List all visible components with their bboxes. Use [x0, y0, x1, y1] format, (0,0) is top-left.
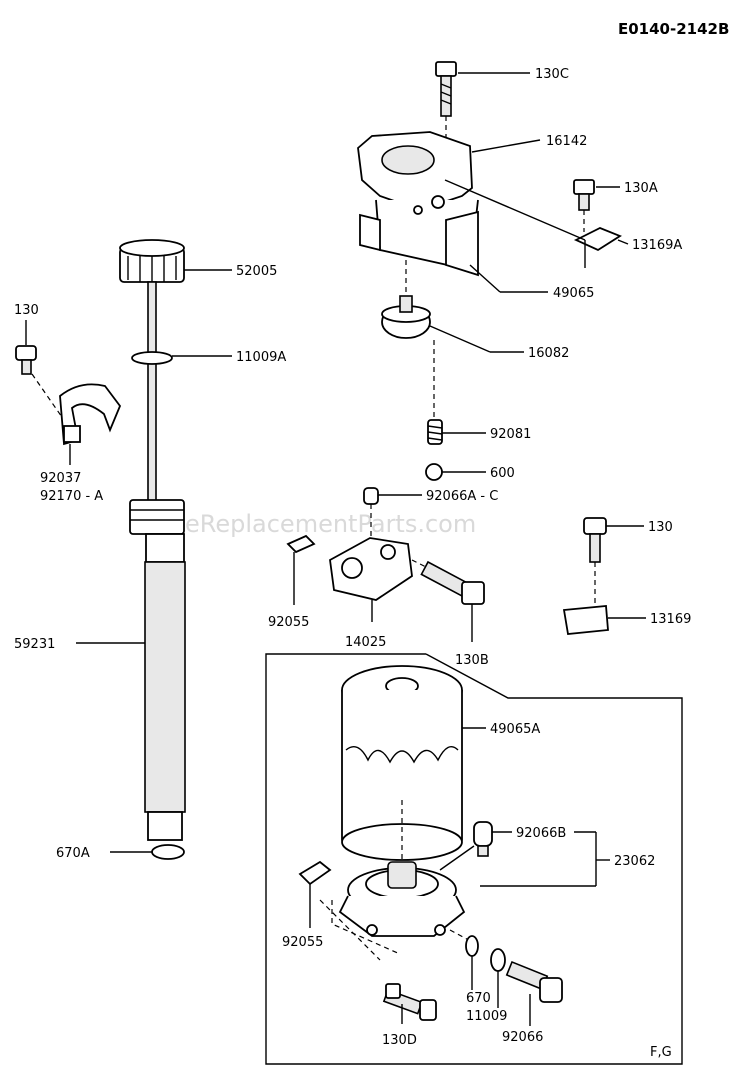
variant-label: F,G: [650, 1045, 672, 1060]
oil-filter-49065a: [341, 665, 463, 861]
bolt-130-right: [583, 517, 607, 563]
label-11009: 11009: [466, 1009, 507, 1024]
label-130d: 130D: [382, 1033, 417, 1048]
label-49065a: 49065A: [490, 722, 540, 737]
label-11009a: 11009A: [236, 350, 286, 365]
plate-13169: [562, 605, 609, 635]
watermark: eReplacementParts.com: [185, 510, 476, 538]
oring-670: [465, 935, 479, 957]
label-23062: 23062: [614, 854, 655, 869]
label-92066: 92066: [502, 1030, 543, 1045]
label-52005: 52005: [236, 264, 277, 279]
label-670: 670: [466, 991, 491, 1006]
adapter-14025: [329, 537, 413, 601]
bolt-130-left: [15, 345, 37, 375]
ball-600: [425, 463, 443, 481]
part-16082: [381, 295, 431, 339]
label-130b: 130B: [455, 653, 489, 668]
label-16142: 16142: [546, 134, 587, 149]
tube-59231: [129, 499, 186, 841]
label-16082: 16082: [528, 346, 569, 361]
bolt-130c: [435, 61, 457, 117]
oring-670a: [151, 844, 185, 860]
bolt-130d: [382, 983, 437, 1021]
label-670a: 670A: [56, 846, 90, 861]
washer-11009: [490, 948, 506, 972]
oring-11009a: [131, 351, 173, 365]
label-59231: 59231: [14, 637, 55, 652]
label-130c: 130C: [535, 67, 569, 82]
label-92081: 92081: [490, 427, 531, 442]
label-92066a-c: 92066A - C: [426, 489, 498, 504]
gasket-92055-top: [286, 534, 316, 554]
label-14025: 14025: [345, 635, 386, 650]
label-600: 600: [490, 466, 515, 481]
clamp-92037: [59, 383, 122, 446]
housing-16142: [357, 131, 479, 277]
label-92055-top: 92055: [268, 615, 309, 630]
spring-92081: [427, 419, 443, 445]
label-13169a: 13169A: [632, 238, 682, 253]
variant-box: [265, 653, 683, 1065]
gasket-92055-lower: [298, 860, 332, 886]
label-92055-lower: 92055: [282, 935, 323, 950]
plug-92066b: [473, 821, 493, 857]
label-130a: 130A: [624, 181, 658, 196]
dipstick-cap-52005: [119, 239, 185, 283]
label-92037: 92037: [40, 471, 81, 486]
label-130-left: 130: [14, 303, 39, 318]
label-92170a: 92170 - A: [40, 489, 103, 504]
bolt-130a: [573, 179, 595, 211]
plug-92066a-c: [363, 487, 379, 505]
bolt-130b: [420, 560, 485, 605]
diagram-code: E0140-2142B: [618, 20, 729, 38]
plate-13169a: [573, 227, 622, 252]
label-130-right: 130: [648, 520, 673, 535]
plug-92066: [505, 960, 563, 1003]
filter-base-23062: [338, 861, 466, 937]
dipstick-rod: [147, 281, 157, 503]
label-13169: 13169: [650, 612, 691, 627]
label-92066b: 92066B: [516, 826, 566, 841]
label-49065: 49065: [553, 286, 594, 301]
